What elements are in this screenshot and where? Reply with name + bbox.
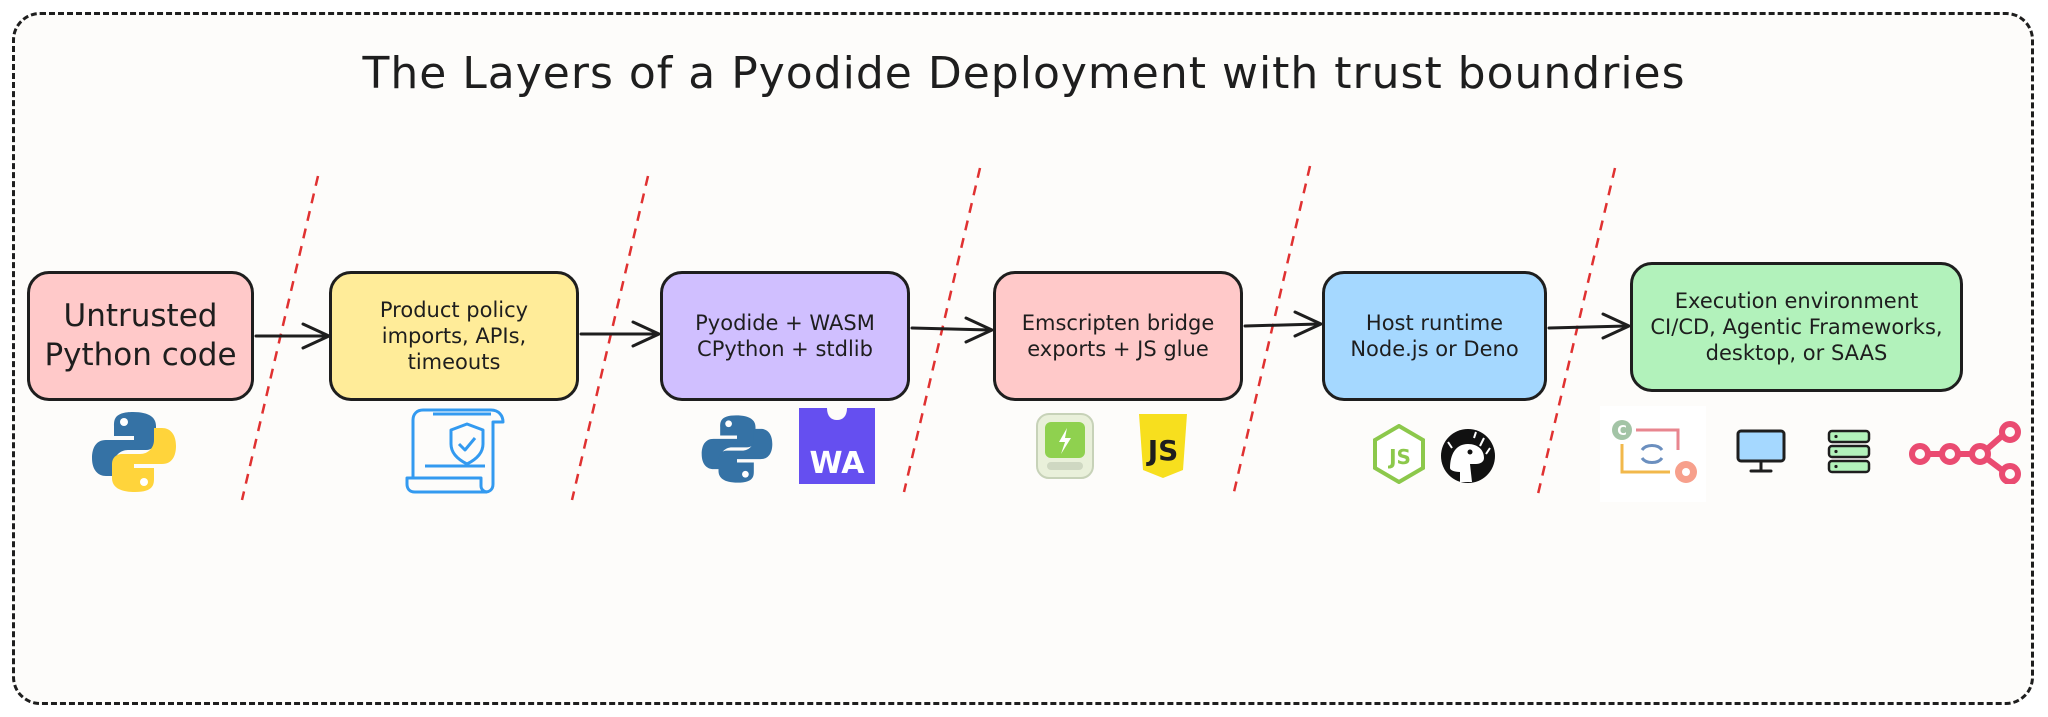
- trust-boundary-2: [570, 175, 650, 501]
- deno-logo-icon: [1441, 429, 1495, 483]
- nodejs-logo-text: JS: [1387, 445, 1411, 469]
- box-label-line: Python code: [44, 337, 237, 373]
- javascript-logo-icon: JS: [1139, 414, 1187, 478]
- python-logo-icon: [92, 412, 176, 492]
- trust-boundary-4: [1232, 165, 1312, 493]
- desktop-monitor-icon: [1736, 429, 1786, 473]
- box-label-line: Emscripten bridge: [1021, 310, 1215, 335]
- arrow-2: [579, 320, 661, 348]
- untrusted-python-code-box: Untrusted Python code: [27, 271, 254, 401]
- diagram-title: The Layers of a Pyodide Deployment with …: [362, 48, 1686, 99]
- javascript-logo-text: JS: [1146, 434, 1179, 467]
- policy-document-shield-icon: [405, 408, 505, 494]
- box-label-line: exports + JS glue: [1027, 337, 1209, 361]
- arrow-4: [1243, 310, 1323, 338]
- box-label-line: desktop, or SAAS: [1705, 341, 1888, 366]
- cicd-letter: C: [1617, 424, 1627, 439]
- box-label-line: Product policy: [379, 297, 529, 322]
- arrow-1: [254, 322, 331, 350]
- python-logo-icon: [701, 415, 773, 483]
- webassembly-logo-icon: WA: [799, 408, 875, 484]
- webassembly-logo-text: WA: [810, 446, 866, 481]
- host-runtime-box: Host runtime Node.js or Deno: [1322, 271, 1547, 401]
- box-label-line: CI/CD, Agentic Frameworks,: [1650, 314, 1943, 339]
- box-label-line: timeouts: [407, 350, 501, 375]
- emscripten-bridge-box: Emscripten bridge exports + JS glue: [993, 271, 1243, 401]
- pyodide-wasm-box: Pyodide + WASM CPython + stdlib: [660, 271, 910, 401]
- trust-boundary-1: [240, 175, 320, 501]
- trust-boundary-5: [1536, 167, 1617, 495]
- nodejs-logo-icon: JS: [1373, 424, 1425, 484]
- execution-environment-box: Execution environment CI/CD, Agentic Fra…: [1630, 262, 1963, 392]
- box-label-line: Node.js or Deno: [1350, 337, 1519, 361]
- box-label-line: CPython + stdlib: [697, 337, 873, 361]
- cicd-pipeline-icon: C: [1600, 406, 1706, 502]
- emscripten-app-icon: [1036, 413, 1094, 479]
- product-policy-box: Product policy imports, APIs, timeouts: [329, 271, 579, 401]
- box-label-line: Execution environment: [1674, 288, 1919, 313]
- arrow-5: [1547, 312, 1631, 340]
- box-label-line: Untrusted: [63, 298, 218, 335]
- arrow-3: [910, 316, 994, 344]
- n8n-workflow-icon: [1909, 421, 2021, 484]
- box-label-line: Host runtime: [1365, 310, 1504, 335]
- box-label-line: Pyodide + WASM: [695, 310, 875, 335]
- server-stack-icon: [1827, 429, 1871, 474]
- box-label-line: imports, APIs,: [381, 323, 527, 348]
